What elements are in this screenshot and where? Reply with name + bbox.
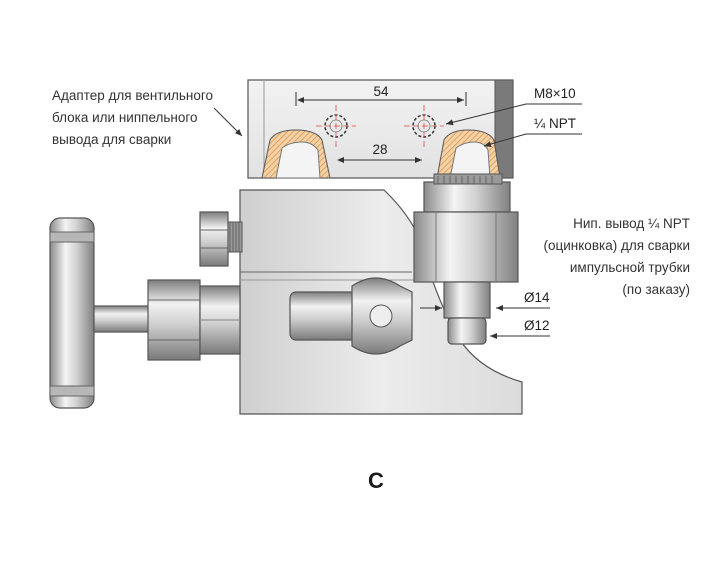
- dimension-d12: Ø12: [490, 318, 550, 339]
- adapter-label-line-3: вывода для сварки: [52, 132, 171, 147]
- dimension-28-text: 28: [372, 142, 387, 157]
- dimension-54: 54: [295, 84, 467, 106]
- adapter-label-line-2: блока или ниппельного: [52, 110, 198, 125]
- hex-bolt: [199, 211, 243, 267]
- adapter-callout: Адаптер для вентильного блока или ниппел…: [52, 88, 243, 147]
- dimension-d14-text: Ø14: [524, 290, 550, 305]
- npt-label: ¼ NPT: [534, 116, 576, 131]
- nipple-outlet: [413, 173, 519, 345]
- dimension-d14: Ø14: [420, 290, 550, 311]
- thread-label: M8×10: [534, 86, 576, 101]
- adapter-block: [247, 79, 514, 179]
- nipple-label-line-2: (оцинковка) для сварки: [544, 238, 690, 253]
- dimension-54-text: 54: [373, 84, 389, 99]
- valve-handle: [49, 217, 241, 409]
- npt-callout: ¼ NPT: [483, 116, 582, 147]
- nipple-callout: Нип. вывод ¼ NPT (оцинковка) для сварки …: [544, 216, 690, 297]
- figure-caption: C: [368, 468, 384, 493]
- valve-spindle: [289, 277, 413, 355]
- thread-callout: M8×10: [445, 86, 582, 126]
- dimension-28: 28: [337, 142, 422, 163]
- nipple-label-line-4: (по заказу): [622, 282, 690, 297]
- nipple-label-line-3: импульсной трубки: [570, 260, 690, 275]
- adapter-label-line-1: Адаптер для вентильного: [52, 88, 213, 103]
- nipple-label-line-1: Нип. вывод ¼ NPT: [573, 216, 690, 231]
- dimension-d12-text: Ø12: [524, 318, 550, 333]
